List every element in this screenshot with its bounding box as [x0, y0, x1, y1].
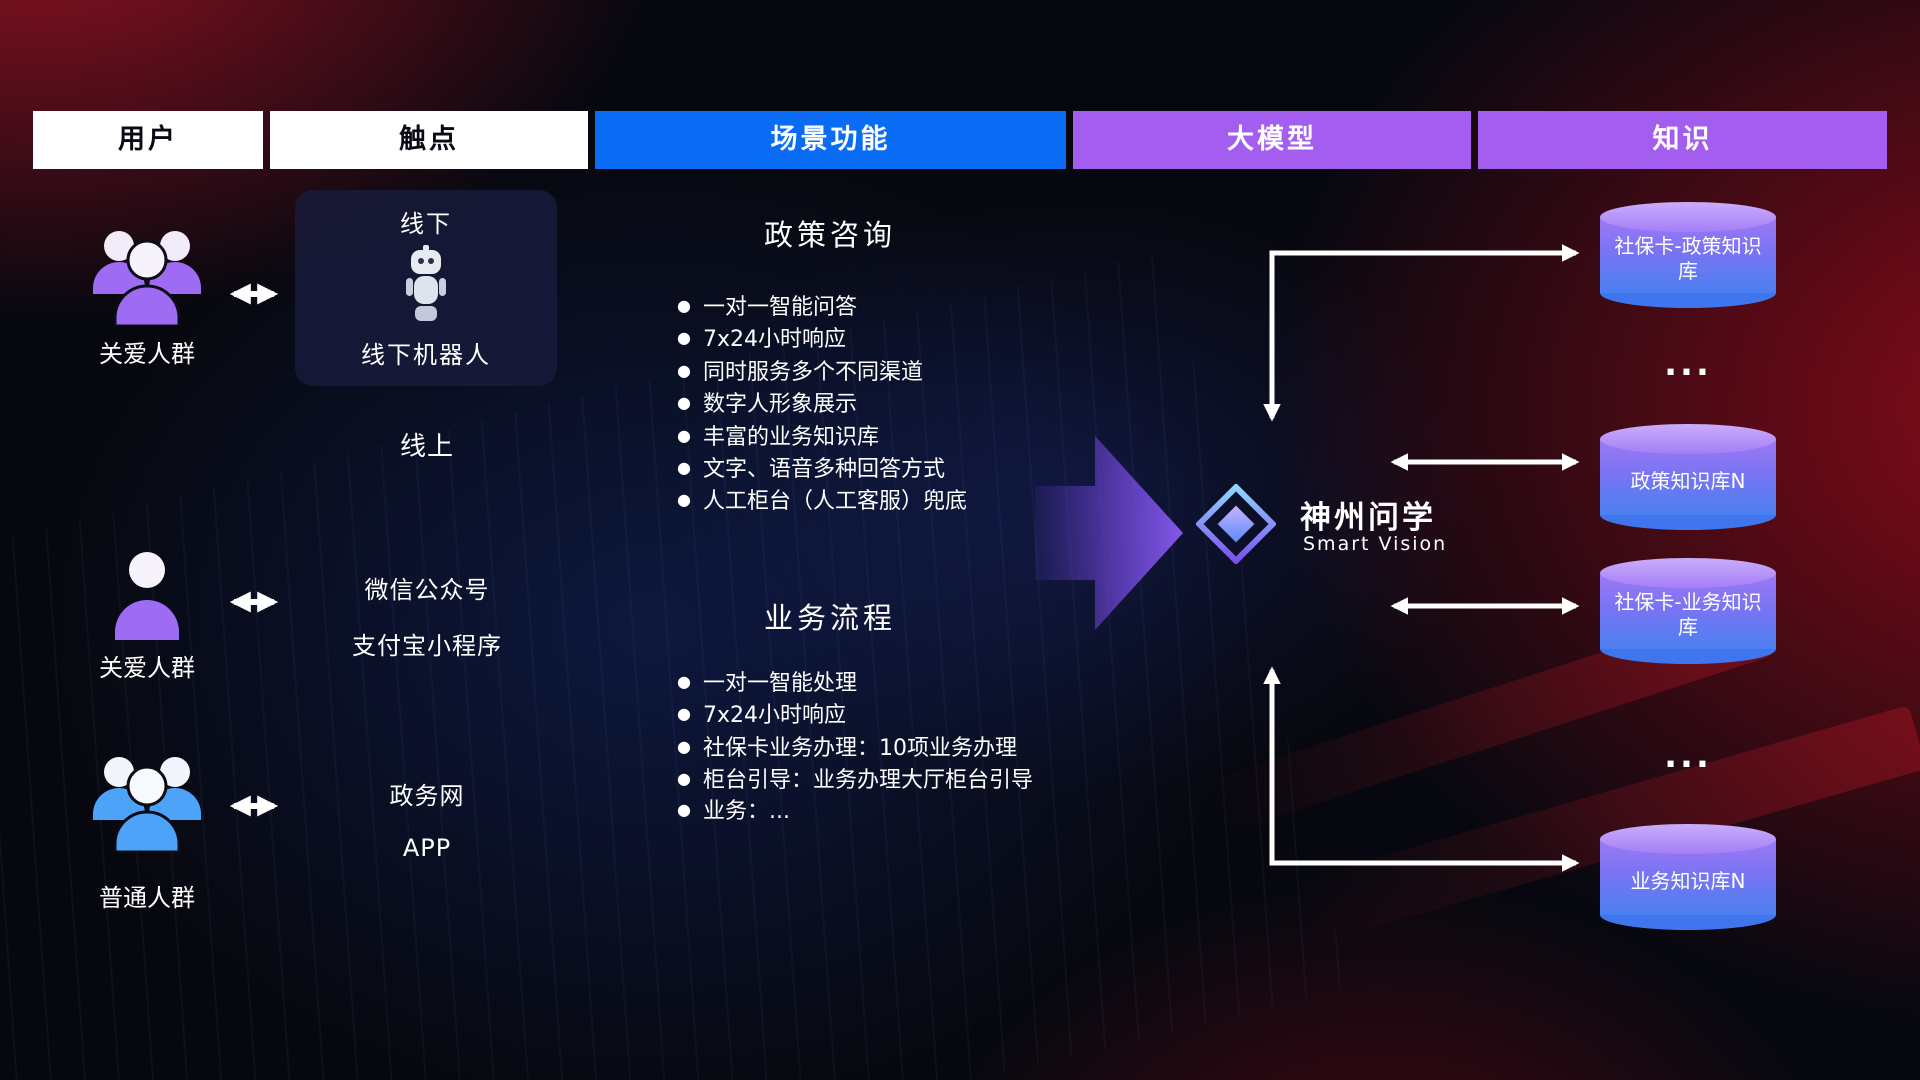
channel-wechat: 微信公众号 [364, 576, 490, 604]
model-kb-arrow-top [1263, 244, 1580, 422]
bullet-dot: ● [677, 361, 691, 380]
kb-cylinder-business-n: 业务知识库N [1600, 824, 1776, 930]
policy-feature-item: ●数字人形象展示 [677, 392, 857, 417]
kb-label: 政策知识库N [1630, 468, 1746, 493]
kb-cylinder-business-ssc: 社保卡-业务知识库 [1600, 558, 1776, 664]
user-person-icon-care [110, 548, 184, 644]
bullet-dot: ● [677, 426, 691, 445]
brand-name: 神州问学 [1300, 500, 1436, 536]
policy-feature-item: ●人工柜台（人工客服）兜底 [677, 489, 967, 514]
channel-gov-portal: 政务网 [389, 782, 465, 810]
kb-cylinder-policy-ssc: 社保卡-政策知识库 [1600, 202, 1776, 308]
policy-feature-item: ●文字、语音多种回答方式 [677, 457, 945, 482]
policy-feature-item: ●一对一智能问答 [677, 295, 857, 320]
user-group-icon-care [87, 222, 207, 330]
offline-title: 线下 [400, 210, 452, 238]
bullet-dot: ● [677, 672, 691, 691]
bullet-dot: ● [677, 490, 691, 509]
kb-cylinder-policy-n: 政策知识库N [1600, 424, 1776, 530]
flow-arrow-right [1035, 428, 1185, 642]
kb-ellipsis-bottom: ... [1664, 736, 1712, 776]
business-feature-item: ●业务：... [677, 799, 790, 824]
column-header-touchpoint: 触点 [270, 111, 588, 169]
user-group-icon-general [87, 748, 207, 856]
policy-feature-item: ●同时服务多个不同渠道 [677, 360, 923, 385]
business-feature-item: ●社保卡业务办理：10项业务办理 [677, 736, 1017, 761]
bullet-dot: ● [677, 737, 691, 756]
bullet-dot: ● [677, 296, 691, 315]
column-header-scenario: 场景功能 [595, 111, 1066, 169]
user-label-care-1: 关爱人群 [99, 340, 195, 368]
kb-label: 社保卡-业务知识库 [1614, 590, 1762, 639]
business-section-title: 业务流程 [763, 601, 896, 635]
business-feature-item: ●7x24小时响应 [677, 703, 846, 728]
online-label: 线上 [399, 432, 454, 462]
column-header-knowledge: 知识 [1478, 111, 1887, 169]
kb-label: 社保卡-政策知识库 [1614, 234, 1762, 283]
bullet-dot: ● [677, 800, 691, 819]
kb-label: 业务知识库N [1630, 868, 1746, 893]
policy-feature-item: ●7x24小时响应 [677, 327, 846, 352]
business-feature-item: ●一对一智能处理 [677, 671, 857, 696]
bullet-dot: ● [677, 769, 691, 788]
offline-caption: 线下机器人 [361, 341, 491, 369]
business-feature-item: ●柜台引导：业务办理大厅柜台引导 [677, 768, 1033, 793]
bullet-dot: ● [677, 458, 691, 477]
offline-touchpoint-card: 线下 线下机器人 [295, 190, 557, 386]
column-header-model: 大模型 [1073, 111, 1471, 169]
policy-feature-item: ●丰富的业务知识库 [677, 425, 879, 450]
policy-section-title: 政策咨询 [763, 218, 896, 252]
channel-app: APP [402, 834, 452, 862]
bullet-dot: ● [677, 704, 691, 723]
user-label-general: 普通人群 [99, 884, 195, 912]
smart-vision-logo-icon [1194, 482, 1278, 568]
robot-icon [401, 245, 451, 329]
channel-alipay: 支付宝小程序 [352, 632, 502, 660]
bullet-dot: ● [677, 393, 691, 412]
kb-ellipsis-top: ... [1664, 344, 1712, 384]
brand-subtitle: Smart Vision [1303, 533, 1448, 555]
user-label-care-2: 关爱人群 [99, 654, 195, 682]
column-header-user: 用户 [33, 111, 263, 169]
bullet-dot: ● [677, 328, 691, 347]
